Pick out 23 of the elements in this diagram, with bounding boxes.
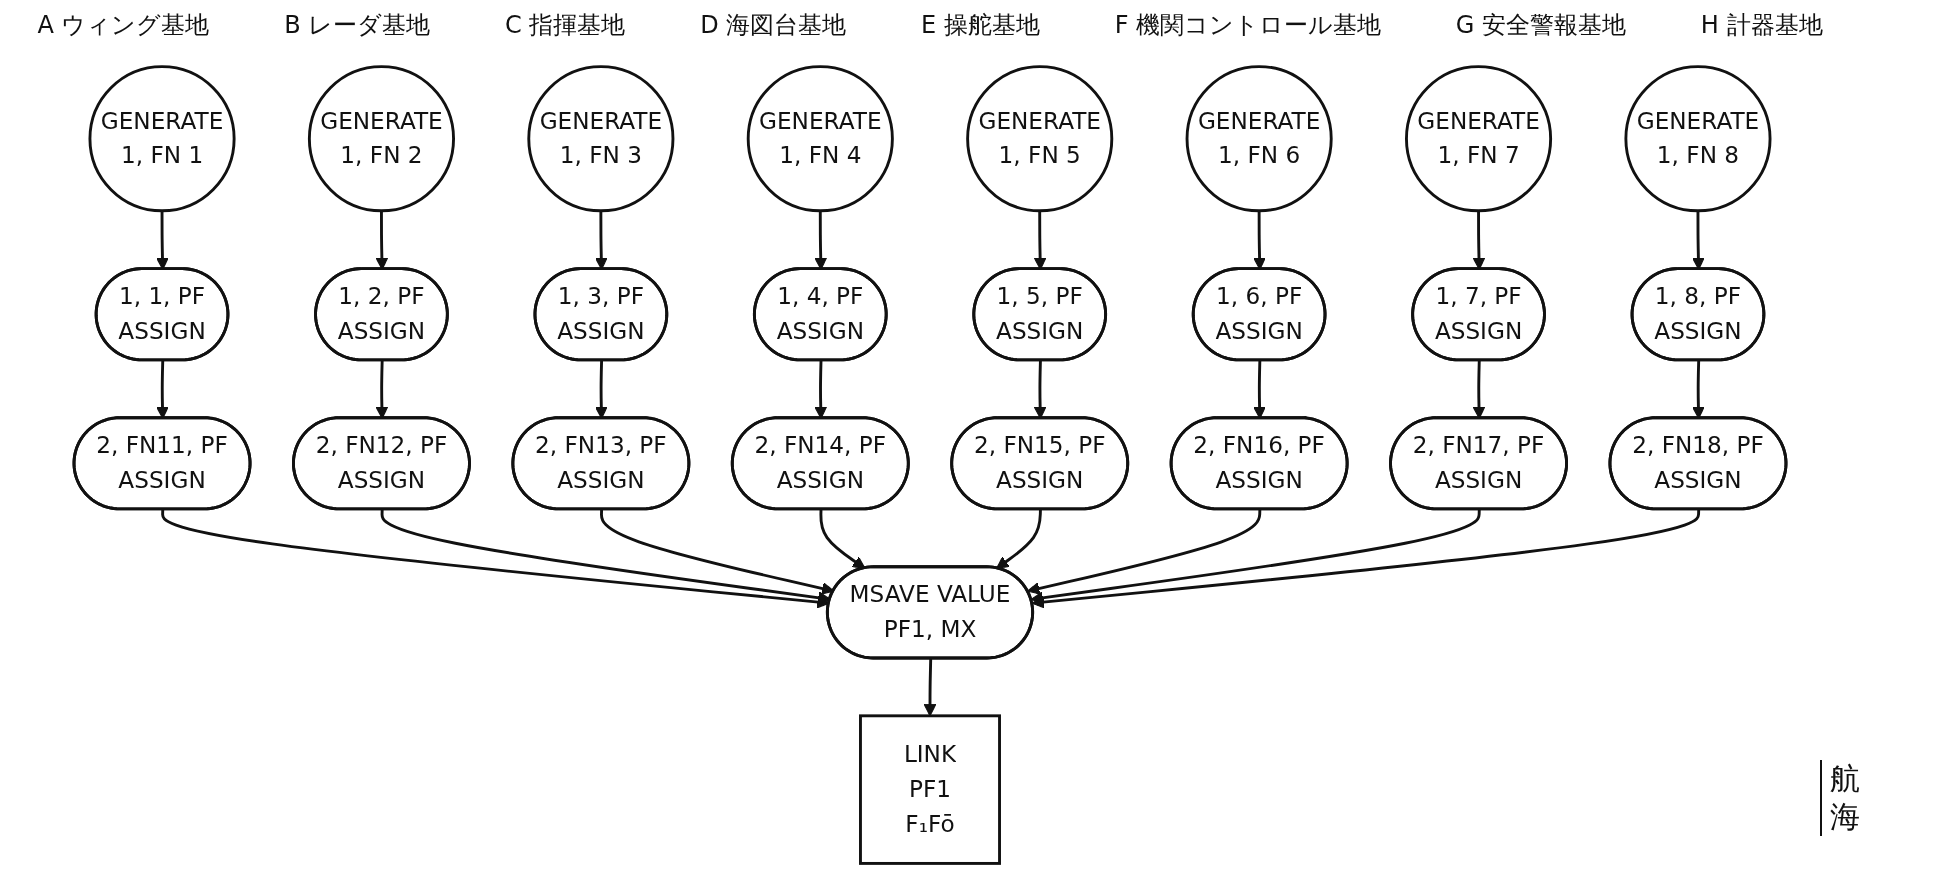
node-circle: GENERATE 1, FN 7 xyxy=(1405,65,1553,213)
arrow xyxy=(1031,509,1701,609)
column-heading: G 安全警報基地 xyxy=(1455,10,1627,41)
arrow xyxy=(996,509,1042,569)
column-heading: F 機関コントロール基地 xyxy=(1114,10,1382,41)
column-heading: C 指揮基地 xyxy=(505,10,626,41)
node-circle: GENERATE 1, FN 3 xyxy=(527,65,675,213)
node-box: LINK PF1 F₁Fō xyxy=(859,714,1001,865)
column-heading: H 計器基地 xyxy=(1700,10,1823,41)
node-circle: GENERATE 1, FN 2 xyxy=(307,65,455,213)
node-circle: GENERATE 1, FN 8 xyxy=(1624,65,1772,213)
column-heading: E 操舵基地 xyxy=(921,10,1040,41)
arrow xyxy=(161,509,830,609)
node-circle: GENERATE 1, FN 4 xyxy=(746,65,894,213)
node-circle: GENERATE 1, FN 5 xyxy=(966,65,1114,213)
column-heading: A ウィング基地 xyxy=(37,10,210,41)
node-circle: GENERATE 1, FN 6 xyxy=(1185,65,1333,213)
arrow xyxy=(1027,509,1262,595)
arrow xyxy=(819,509,866,569)
column-heading: D 海図台基地 xyxy=(700,10,847,41)
column-heading: B レーダ基地 xyxy=(284,10,431,41)
node-circle: GENERATE 1, FN 1 xyxy=(88,65,236,213)
side-note: 航海 xyxy=(1830,760,1861,836)
